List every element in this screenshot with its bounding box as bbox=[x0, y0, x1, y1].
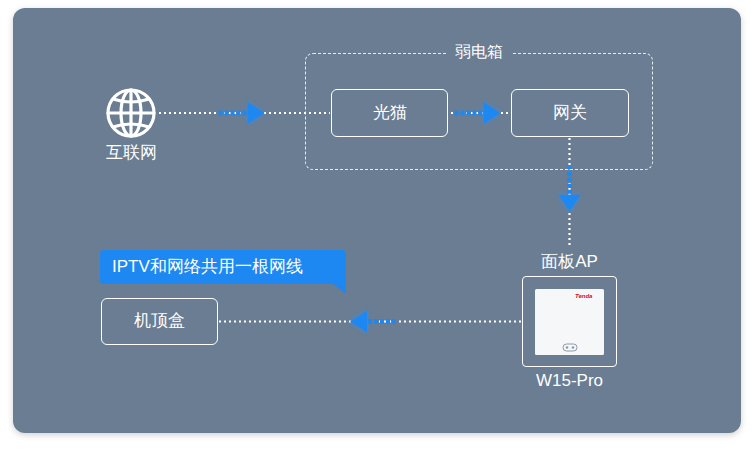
callout-pointer-shape bbox=[332, 283, 346, 294]
flow-arrow bbox=[559, 166, 581, 212]
arrow-shaft bbox=[366, 319, 396, 324]
arrow-head bbox=[248, 102, 265, 124]
node-label: IPTV和网络共用一根网线 bbox=[112, 257, 303, 277]
arrow-head bbox=[559, 195, 581, 212]
arrow-head bbox=[484, 102, 501, 124]
arrow-glow bbox=[559, 195, 581, 212]
text-slot: 光猫 bbox=[332, 90, 447, 136]
callout-pointer bbox=[332, 283, 346, 294]
arrow-glow bbox=[350, 311, 367, 333]
ap-device bbox=[535, 289, 604, 355]
text-slot: 面板AP bbox=[541, 252, 598, 272]
arrow-glow bbox=[248, 102, 265, 124]
arrow-glow bbox=[455, 109, 485, 117]
node-label: W15-Pro bbox=[536, 371, 603, 391]
flow-arrow bbox=[219, 102, 265, 124]
globe-icon bbox=[108, 90, 154, 136]
arrow-glow bbox=[566, 166, 574, 196]
text-slot: 网关 bbox=[512, 90, 628, 136]
text-slot: 弱电箱 bbox=[447, 42, 511, 61]
panel bbox=[13, 8, 741, 433]
group-title: 弱电箱 bbox=[455, 42, 503, 61]
arrow-head bbox=[350, 311, 367, 333]
arrow-shaft bbox=[567, 166, 572, 196]
node-label: 机顶盒 bbox=[134, 311, 185, 331]
node-label: 面板AP bbox=[541, 252, 598, 272]
flow-arrow bbox=[455, 102, 501, 124]
process-box: 机顶盒 bbox=[101, 298, 218, 345]
node-label: 光猫 bbox=[373, 103, 407, 123]
flow-arrow bbox=[350, 311, 396, 333]
arrow-shaft bbox=[219, 111, 249, 116]
arrow-shaft bbox=[455, 111, 485, 116]
arrow-glow bbox=[366, 318, 396, 326]
process-box: 网关 bbox=[511, 89, 629, 137]
text-slot: 机顶盒 bbox=[102, 299, 217, 344]
node-label: 互联网 bbox=[106, 143, 157, 163]
text-slot: 互联网 bbox=[106, 143, 157, 163]
dotted-connector bbox=[568, 138, 570, 246]
node-label: 网关 bbox=[553, 103, 587, 123]
text-slot: IPTV和网络共用一根网线 bbox=[100, 250, 346, 284]
dotted-connector bbox=[219, 320, 521, 322]
dotted-connector bbox=[451, 112, 510, 114]
arrow-glow bbox=[484, 102, 501, 124]
process-box: 光猫 bbox=[331, 89, 448, 137]
arrow-glow bbox=[219, 109, 249, 117]
cabinet-group: 弱电箱光猫网关 bbox=[305, 53, 653, 170]
internet-node: 互联网 bbox=[106, 88, 156, 138]
callout-box: IPTV和网络共用一根网线 bbox=[100, 250, 346, 284]
device-box: 面板APW15-Pro bbox=[522, 276, 617, 367]
brand-logo: Tenda bbox=[575, 293, 592, 299]
text-slot: W15-Pro bbox=[536, 371, 603, 391]
